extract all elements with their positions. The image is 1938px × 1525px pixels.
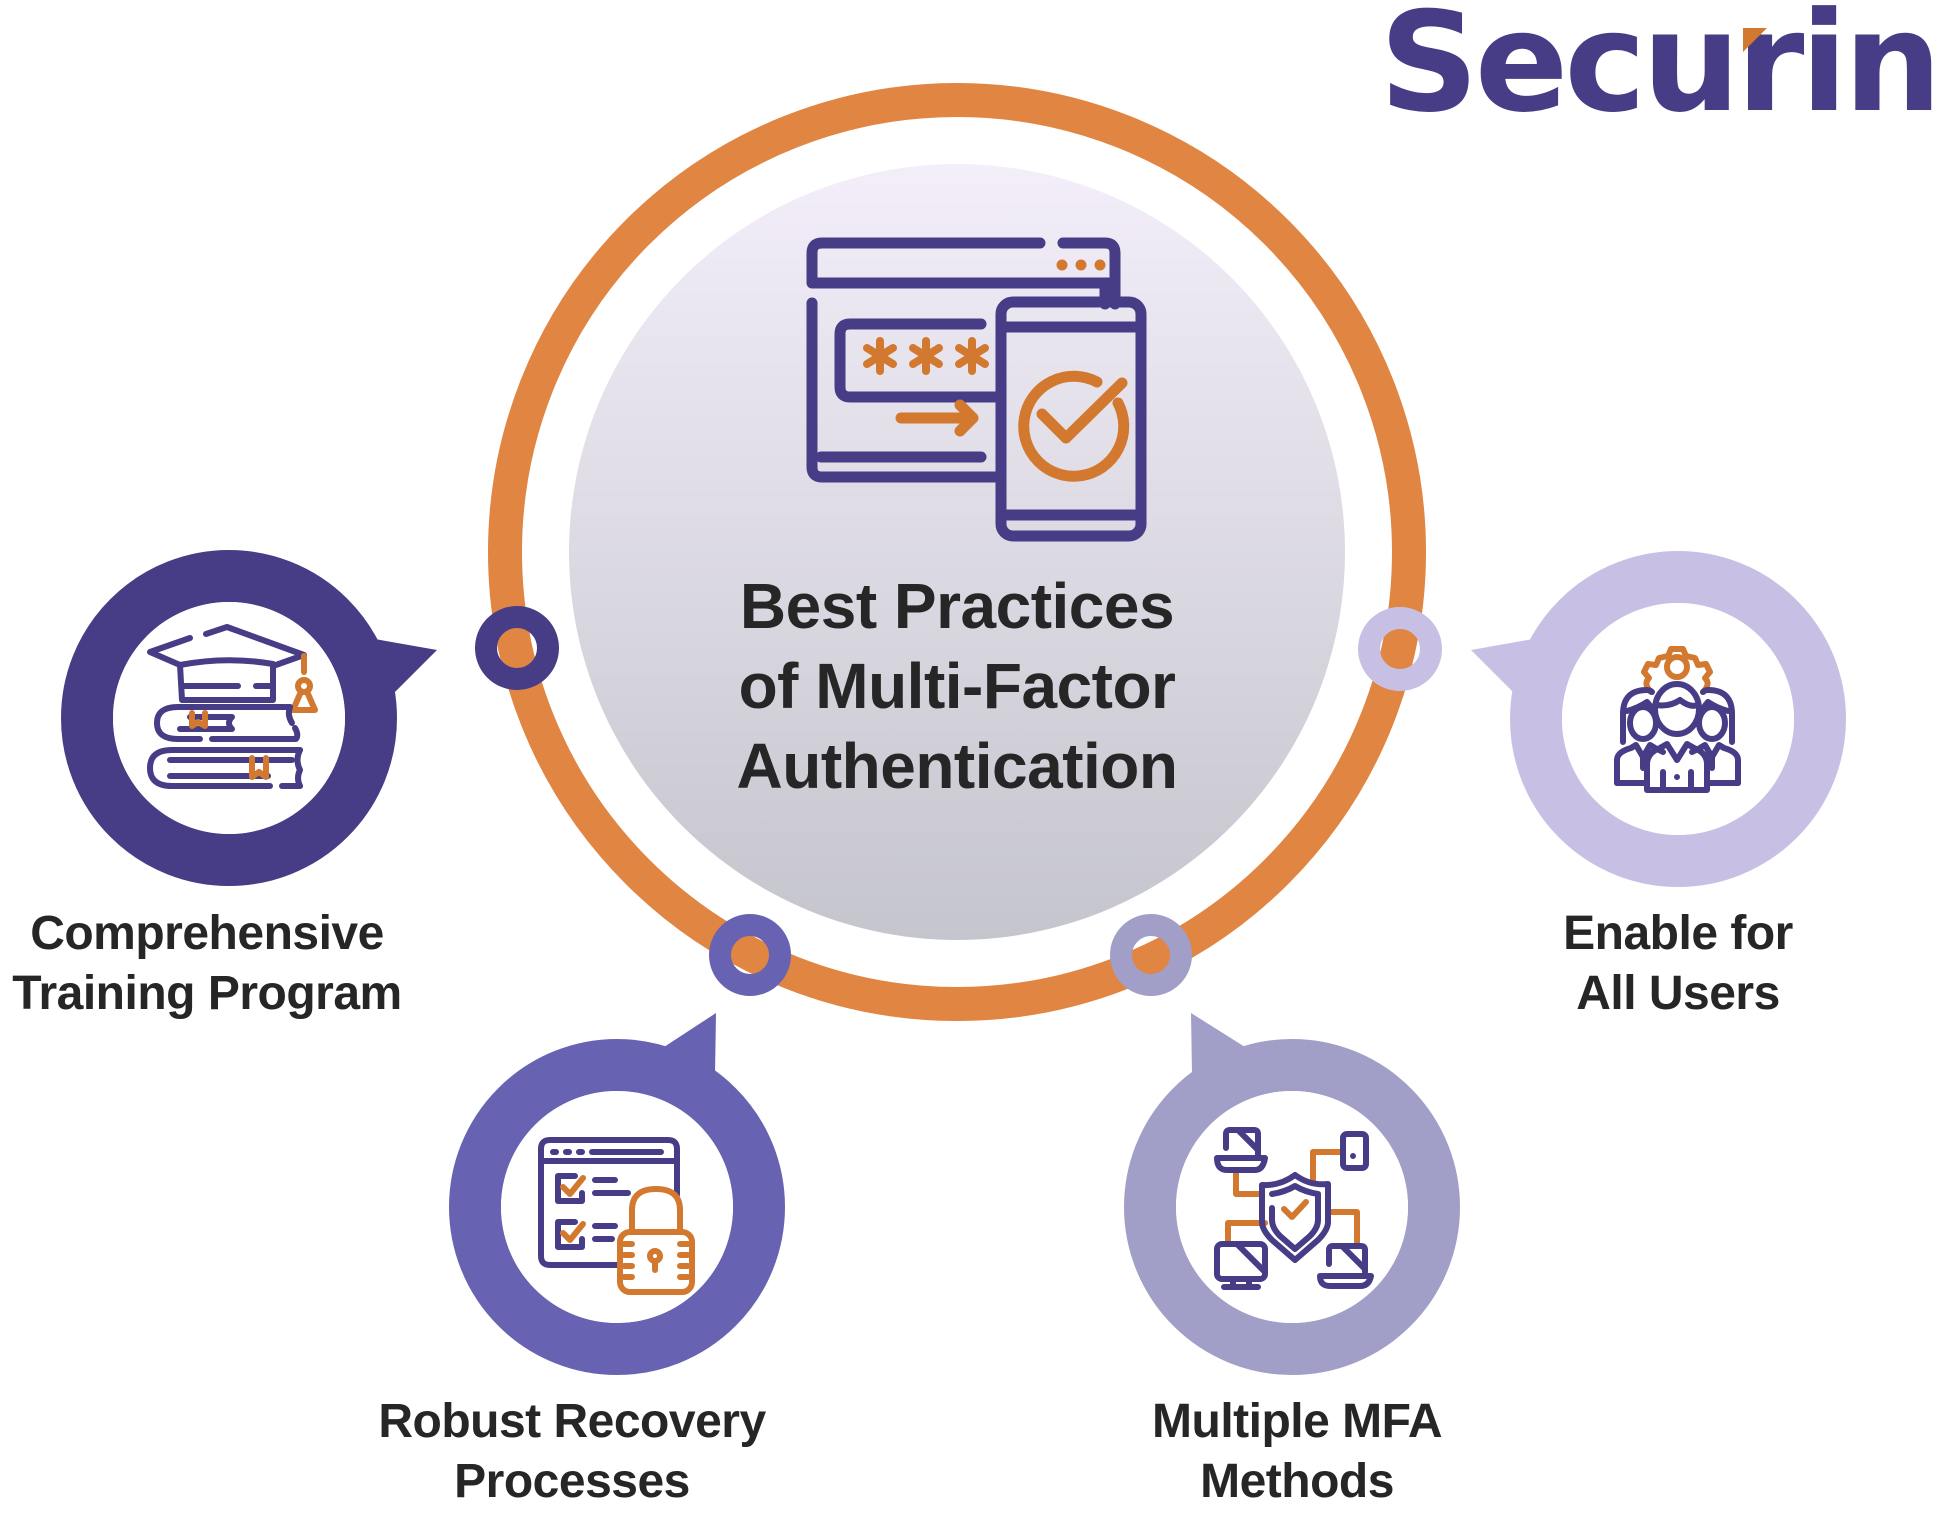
label-recovery: Robust Recovery Processes <box>362 1392 782 1512</box>
label-recovery-line-2: Processes <box>454 1455 690 1508</box>
mfa-browser-phone-check-icon <box>806 237 1147 542</box>
center-circle <box>569 164 1345 940</box>
bubble-all-users <box>1471 551 1846 887</box>
logo-accent-mark <box>1743 28 1767 52</box>
label-methods-line-1: Multiple MFA <box>1152 1395 1442 1448</box>
label-training-line-2: Training Program <box>12 967 402 1020</box>
graduation-books-icon <box>147 624 318 789</box>
label-methods-line-2: Methods <box>1200 1455 1394 1508</box>
securin-logo: Securin <box>1379 0 1938 132</box>
bubble-training <box>61 550 437 886</box>
label-recovery-line-1: Robust Recovery <box>378 1395 766 1448</box>
connector-dot-bottom-left <box>709 914 791 996</box>
label-all-users-line-1: Enable for <box>1563 907 1793 960</box>
label-all-users-line-2: All Users <box>1576 967 1780 1020</box>
title-line-2: of Multi-Factor <box>738 650 1176 722</box>
checklist-lock-icon <box>538 1137 695 1295</box>
page-title: Best Practices of Multi-Factor Authentic… <box>657 566 1257 806</box>
label-methods: Multiple MFA Methods <box>1097 1392 1497 1512</box>
bubble-methods <box>1124 1013 1460 1375</box>
connector-dot-right <box>1358 607 1442 691</box>
label-training-line-1: Comprehensive <box>30 907 384 960</box>
label-all-users: Enable for All Users <box>1518 904 1838 1024</box>
team-gear-icon <box>1614 646 1741 793</box>
title-line-1: Best Practices <box>739 570 1175 642</box>
center-ring <box>488 83 1426 1021</box>
connector-dot-left <box>475 606 559 690</box>
logo-text: Securin <box>1379 0 1938 143</box>
title-line-3: Authentication <box>736 730 1178 802</box>
connector-dot-bottom-right <box>1110 914 1192 996</box>
shield-network-devices-icon <box>1214 1127 1374 1290</box>
label-training: Comprehensive Training Program <box>2 904 412 1024</box>
